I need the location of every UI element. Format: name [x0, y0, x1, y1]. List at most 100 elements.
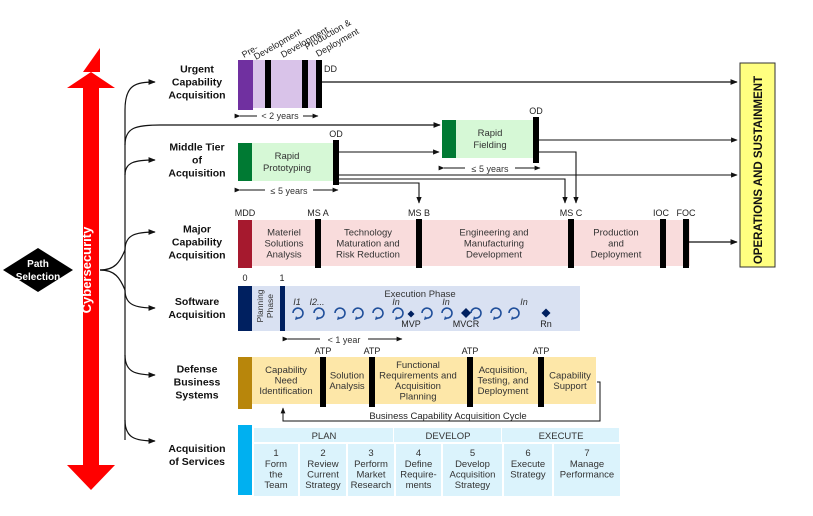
dbs-phase-line: Analysis — [329, 381, 365, 392]
dbs-phase-line: Capability — [549, 370, 591, 381]
path-selection-node[interactable]: Path Selection — [3, 248, 73, 292]
operations-sustainment-box[interactable]: OPERATIONS AND SUSTAINMENT — [739, 62, 776, 268]
aos-group-header — [394, 428, 501, 442]
uca-track[interactable]: Pre- Development Development Production … — [234, 17, 738, 121]
aos-group-header — [502, 428, 619, 442]
cybersecurity-label: Cybersecurity — [79, 226, 94, 313]
aos-step-line: Research — [351, 480, 392, 491]
aos-step-number: 1 — [273, 448, 278, 459]
aos-step-number: 3 — [368, 448, 373, 459]
mca-phase-line: Engineering and — [459, 228, 528, 239]
iteration-loop-icon — [292, 307, 304, 320]
dbs-phase-line: Functional — [396, 360, 440, 371]
release-label: Rn — [540, 319, 552, 329]
iteration-label: I1 — [293, 297, 301, 307]
sw-marker-1: 1 — [279, 273, 284, 283]
pathway-label-mca-line: Major — [183, 224, 211, 236]
mca-milestone-ms-b: MS B — [408, 208, 430, 218]
mca-milestone-ms-a: MS A — [307, 208, 329, 218]
aos-step-line: Review — [307, 459, 338, 470]
aos-group-label: PLAN — [312, 431, 337, 442]
iteration-loop-icon — [441, 307, 453, 320]
atp-gate-bar — [369, 357, 375, 407]
pathway-label-dbs-line: Defense — [177, 364, 218, 376]
iteration-loop-icon — [508, 307, 520, 320]
aos-step-line: Require- — [400, 470, 436, 481]
mca-phase-line: Manufacturing — [464, 239, 524, 250]
mta-fielding-duration: ≤ 5 years — [472, 164, 509, 174]
iteration-label: In — [442, 297, 450, 307]
mta-prototyping-od: OD — [329, 129, 343, 139]
mta-prototyping-track[interactable]: Rapid Prototyping OD ≤ 5 years — [234, 129, 343, 196]
aos-step-line: Performance — [560, 470, 614, 481]
dbs-phase-line: Capability — [265, 365, 307, 376]
pathway-label-mta-line: of — [192, 155, 202, 167]
pathway-label-dbs-line: Business — [174, 377, 221, 389]
cybersecurity-arrow: Cybersecurity — [67, 48, 115, 490]
dbs-cycle-label: Business Capability Acquisition Cycle — [369, 411, 526, 422]
aos-step-line: Acquisition — [450, 470, 496, 481]
mca-milestone-ioc: IOC — [653, 208, 670, 218]
operations-label: OPERATIONS AND SUSTAINMENT — [753, 76, 765, 264]
mca-track[interactable]: MDD MS A MS B MS C IOC FOC MaterielSolut… — [235, 208, 738, 268]
mta-fielding-track[interactable]: Rapid Fielding OD ≤ 5 years — [438, 106, 543, 174]
pathway-label-aos-line: of Services — [169, 456, 225, 468]
mca-phase-line: Technology — [344, 228, 392, 239]
iteration-loop-icon — [470, 307, 482, 320]
uca-milestone-dd: DD — [324, 64, 337, 74]
aos-step-line: Strategy — [510, 470, 546, 481]
sw-marker-0: 0 — [242, 273, 247, 283]
aos-step-number: 4 — [416, 448, 421, 459]
dbs-phase-line: Need — [275, 376, 298, 387]
release-diamond-icon — [407, 310, 415, 318]
aos-step-line: Strategy — [305, 480, 341, 491]
release-label: MVCR — [453, 319, 480, 329]
sw-duration: < 1 year — [328, 335, 361, 345]
iteration-loop-icon — [421, 307, 433, 320]
mca-milestone-mdd: MDD — [235, 208, 256, 218]
path-selection-label-2: Selection — [16, 272, 60, 283]
dbs-phase-line: Testing, and — [477, 376, 528, 387]
pathway-label-uca-line: Capability — [172, 77, 222, 89]
aos-group-label: EXECUTE — [539, 431, 584, 442]
mca-phase-line: Development — [466, 250, 522, 261]
atp-gate-label: ATP — [315, 346, 332, 356]
path-selection-label-1: Path — [27, 259, 49, 270]
mca-phase-line: Solutions — [264, 239, 303, 250]
iteration-label: In — [520, 297, 528, 307]
pathway-label-mca-line: Acquisition — [168, 250, 225, 262]
aos-group-header — [254, 428, 393, 442]
dbs-phase-line: Deployment — [478, 386, 529, 397]
dbs-phase-line: Planning — [400, 391, 437, 402]
iteration-loop-icon — [392, 307, 404, 320]
iteration-label: I2... — [309, 297, 324, 307]
dbs-phase-line: Solution — [330, 370, 364, 381]
dbs-phase-line: Requirements and — [379, 370, 457, 381]
iteration-loop-icon — [490, 307, 502, 320]
